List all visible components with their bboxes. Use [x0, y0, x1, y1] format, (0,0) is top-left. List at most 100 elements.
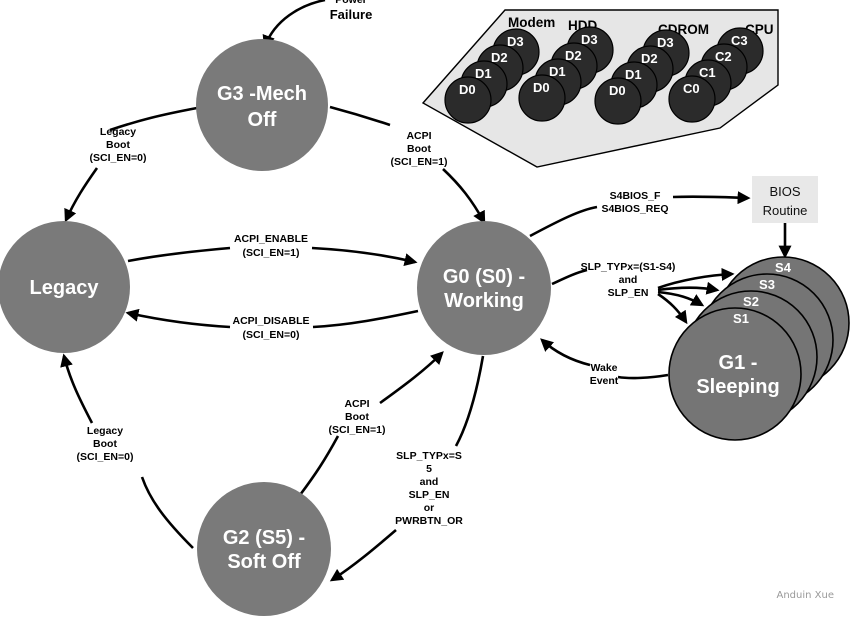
- g0-g2-label-3: and: [420, 476, 439, 488]
- edge-sleep-s3: [657, 281, 720, 295]
- edge-wake-a: [617, 373, 669, 380]
- sleep-s1-label: S1: [733, 311, 749, 326]
- s4bios-label-1: S4BIOS_F: [610, 190, 661, 202]
- state-g2-circle: [197, 482, 331, 616]
- acpi-disable-label-2: (SCI_EN=0): [243, 329, 300, 341]
- bios-routine-rect: [752, 176, 818, 223]
- state-g2[interactable]: G2 (S5) - Soft Off: [197, 482, 331, 616]
- state-legacy-circle: [0, 221, 130, 353]
- edge-sleep-a: [551, 268, 588, 286]
- g3-legacy-label-1: Legacy: [100, 126, 136, 138]
- state-g3[interactable]: G3 -Mech Off: [196, 39, 328, 171]
- device-state-d3-label: D3: [581, 32, 598, 47]
- g0-g2-label-6: PWRBTN_OR: [395, 515, 463, 527]
- bios-routine-box[interactable]: BIOS Routine: [752, 176, 818, 223]
- g0-g2-label-5: or: [424, 502, 435, 514]
- edge-g2-legacy-b: [60, 353, 94, 424]
- state-g3-label-1: G3 -Mech: [217, 83, 307, 105]
- sleep-label-2: and: [619, 274, 638, 286]
- sleep-s4-label: S4: [775, 260, 792, 275]
- edge-g3-g0-a: [329, 105, 391, 127]
- s4bios-label-2: S4BIOS_REQ: [601, 203, 668, 215]
- sleep-s1-circle: [668, 307, 802, 441]
- transition-edges: [60, 0, 792, 582]
- state-g1-label-1: G1 -: [719, 352, 758, 374]
- edge-g0-g2-a: [454, 355, 485, 447]
- device-state-d0-circle: [594, 77, 642, 125]
- sleep-label-3: SLP_EN: [608, 287, 649, 299]
- g3-legacy-label-2: Boot: [106, 139, 130, 151]
- device-state-d3-label: D3: [507, 34, 524, 49]
- device-state-c0-circle: [668, 75, 716, 123]
- device-state-c3-label: C3: [731, 33, 748, 48]
- device-group-label: Modem: [508, 15, 555, 30]
- device-state-d0-label: D0: [533, 80, 550, 95]
- edge-s4bios-a: [529, 205, 598, 238]
- state-legacy-label: Legacy: [30, 277, 100, 299]
- edge-s4bios-b: [672, 191, 751, 205]
- edge-sleep-s1: [657, 292, 688, 325]
- state-g0[interactable]: G0 (S0) - Working: [417, 221, 551, 355]
- edge-wake-b: [540, 338, 591, 367]
- state-g1[interactable]: S4 S3 S2 S1 G1 - Sleeping: [668, 256, 850, 441]
- device-state-d3-label: D3: [657, 35, 674, 50]
- edge-acpi-disable-a: [312, 309, 419, 329]
- edge-g0-g2-b: [329, 529, 397, 582]
- wake-label-2: Event: [590, 375, 619, 387]
- device-state-d1-label: D1: [625, 67, 642, 82]
- bios-routine-label-1: BIOS: [769, 184, 800, 199]
- g2-g0-label-1: ACPI: [344, 398, 369, 410]
- state-g2-label-2: Soft Off: [227, 551, 301, 573]
- state-legacy[interactable]: Legacy: [0, 221, 130, 353]
- device-state-d0-label: D0: [609, 83, 626, 98]
- acpi-disable-label-1: ACPI_DISABLE: [232, 315, 309, 327]
- g2-legacy-label-3: (SCI_EN=0): [77, 451, 134, 463]
- device-state-d2-label: D2: [641, 51, 658, 66]
- edge-g3-legacy-b: [64, 167, 99, 223]
- edge-acpi-disable-b: [125, 308, 231, 329]
- state-g1-label-2: Sleeping: [696, 376, 779, 398]
- g2-g0-label-3: (SCI_EN=1): [329, 424, 386, 436]
- state-g0-label-2: Working: [444, 290, 524, 312]
- g2-g0-label-2: Boot: [345, 411, 369, 423]
- g3-g0-label-2: Boot: [407, 143, 431, 155]
- device-state-d1-label: D1: [475, 66, 492, 81]
- edge-labels: Power Failure Legacy Boot (SCI_EN=0) ACP…: [77, 0, 676, 527]
- device-state-d0-circle: [518, 74, 566, 122]
- edge-g3-legacy-a: [109, 106, 198, 132]
- g3-g0-label-3: (SCI_EN=1): [391, 156, 448, 168]
- bios-routine-label-2: Routine: [763, 203, 808, 218]
- sleep-label-1: SLP_TYPx=(S1-S4): [581, 261, 676, 273]
- device-state-d2-label: D2: [565, 48, 582, 63]
- edge-sleep-s2: [657, 290, 705, 307]
- edge-acpi-enable-a: [127, 246, 231, 263]
- state-g0-label-1: G0 (S0) -: [443, 266, 525, 288]
- device-state-d2-label: D2: [491, 50, 508, 65]
- g2-legacy-label-1: Legacy: [87, 425, 123, 437]
- state-g0-circle: [417, 221, 551, 355]
- power-failure-label-1: Power: [335, 0, 367, 6]
- wake-label-1: Wake: [590, 362, 617, 374]
- device-states-panel: ModemD3D2D1D0HDDD3D2D1D0CDROMD3D2D1D0CPU…: [421, 9, 779, 168]
- state-g3-label-2: Off: [248, 109, 277, 131]
- power-failure-label-2: Failure: [330, 7, 373, 22]
- device-state-d0-circle: [444, 76, 492, 124]
- g0-g2-label-4: SLP_EN: [409, 489, 450, 501]
- device-state-d0-label: D0: [459, 82, 476, 97]
- edge-acpi-enable-b: [311, 246, 418, 266]
- state-g3-circle: [196, 39, 328, 171]
- g2-legacy-label-2: Boot: [93, 438, 117, 450]
- device-state-d1-label: D1: [549, 64, 566, 79]
- edge-g2-legacy-a: [140, 476, 194, 549]
- g3-legacy-label-3: (SCI_EN=0): [90, 152, 147, 164]
- acpi-enable-label-1: ACPI_ENABLE: [234, 233, 308, 245]
- device-state-c1-label: C1: [699, 65, 716, 80]
- g0-g2-label-1: SLP_TYPx=S: [396, 450, 462, 462]
- g0-g2-label-2: 5: [426, 463, 432, 475]
- sleep-s2-label: S2: [743, 294, 759, 309]
